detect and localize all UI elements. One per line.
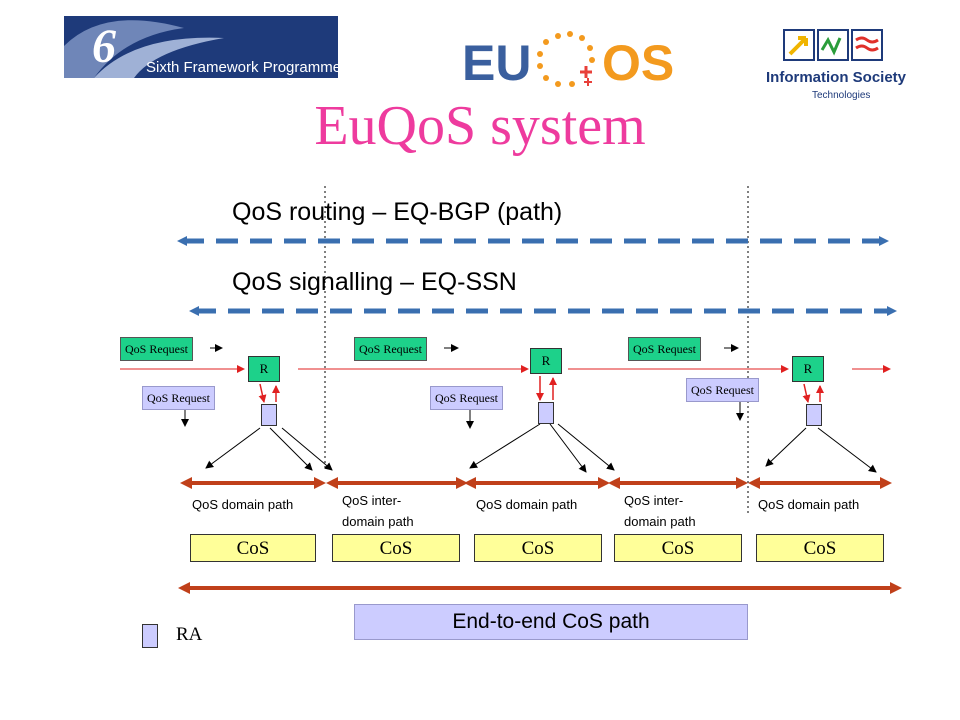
svg-text:OS: OS [602,35,674,90]
inter-domain-label-line1: QoS inter- [624,493,684,508]
legend-ra-swatch [142,624,158,648]
svg-text:6: 6 [92,20,116,73]
domain-path-label: QoS domain path [758,497,860,512]
qos-request-box: QoS Request [120,337,193,361]
end-to-end-cos-path-label: End-to-end CoS path [354,604,748,640]
sixth-framework-logo: 6 Sixth Framework Programme [64,16,341,78]
cos-box: CoS [332,534,460,562]
cos-box: CoS [756,534,884,562]
router-box: R [248,356,280,382]
information-society-logo: Information Society Technologies [766,28,918,106]
domain-path-label: QoS domain path [192,497,294,512]
cos-box: CoS [190,534,316,562]
svg-text:EU: EU [462,35,531,90]
ist-logo-text: Information Society [766,69,907,86]
qos-request-box: QoS Request [628,337,701,361]
cos-box: CoS [614,534,742,562]
legend-ra-label: RA [176,624,203,645]
resource-allocator-box [261,404,277,426]
inter-domain-label-line2: domain path [342,514,414,529]
resource-allocator-box [538,402,554,424]
signalling-label: QoS signalling – EQ-SSN [232,268,517,296]
fp6-logo-text: Sixth Framework Programme [146,59,338,76]
resource-allocator-box [806,404,822,426]
qos-request-box: QoS Request [354,337,427,361]
ist-logo-subtext: Technologies [812,90,870,101]
qos-request-box: QoS Request [686,378,759,402]
router-box: R [792,356,824,382]
euqos-logo: EU OS [462,28,694,91]
qos-request-box: QoS Request [430,386,503,410]
router-box: R [530,348,562,374]
inter-domain-label-line2: domain path [624,514,696,529]
page-title: EuQoS system [314,95,646,157]
cos-box: CoS [474,534,602,562]
routing-label: QoS routing – EQ-BGP (path) [232,198,563,226]
domain-path-label: QoS domain path [476,497,578,512]
qos-request-box: QoS Request [142,386,215,410]
inter-domain-label-line1: QoS inter- [342,493,402,508]
